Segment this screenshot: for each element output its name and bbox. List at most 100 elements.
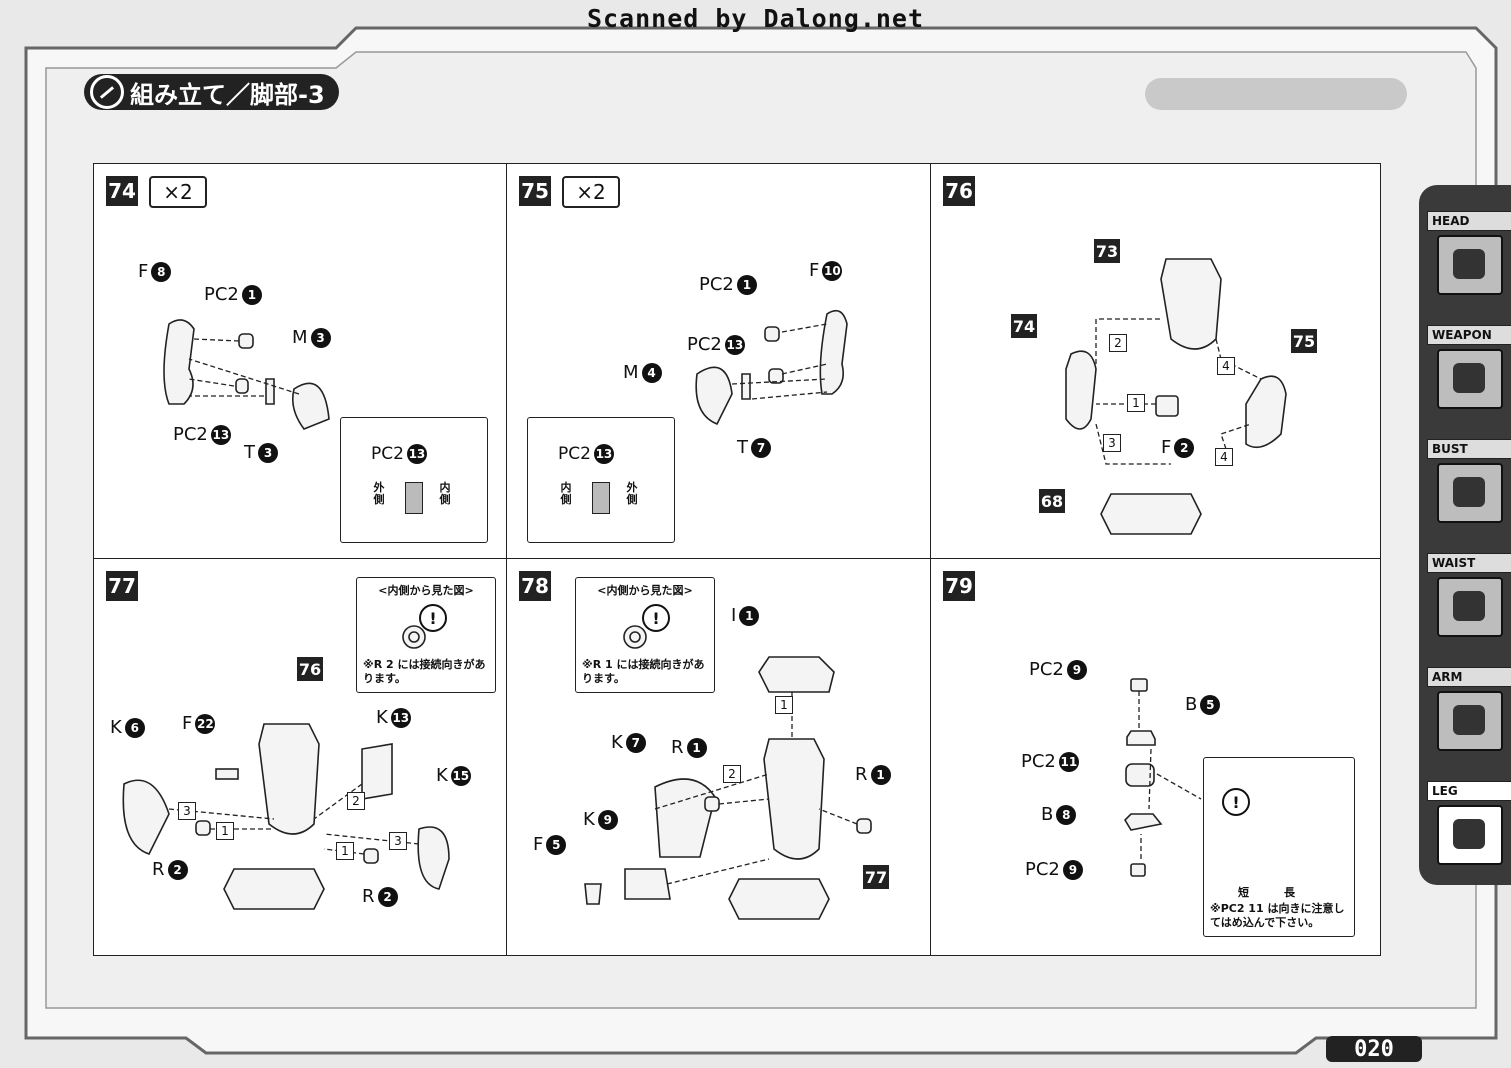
page-number: 020: [1326, 1036, 1422, 1062]
nav-item-weapon[interactable]: WEAPON: [1427, 325, 1511, 425]
quantity-badge: ×2: [149, 176, 207, 208]
step-number: 75: [519, 176, 551, 206]
order-marker: 2: [1109, 334, 1127, 352]
step-number: 76: [943, 176, 975, 206]
order-marker: 4: [1217, 357, 1235, 375]
nav-item-arm[interactable]: ARM: [1427, 667, 1511, 767]
order-marker: 3: [389, 832, 407, 850]
step-number: 74: [106, 176, 138, 206]
nav-item-bust[interactable]: BUST: [1427, 439, 1511, 539]
inset-title: <内側から見た図>: [378, 584, 474, 597]
step-77-diagram: [122, 723, 450, 910]
order-marker: 3: [1103, 434, 1121, 452]
inset-title: <内側から見た図>: [597, 584, 693, 597]
section-title-text: 組み立て／脚部-3: [130, 80, 325, 109]
inset-note: ※PC2 11 は向きに注意してはめ込んで下さい。: [1210, 902, 1345, 929]
order-marker: 1: [216, 822, 234, 840]
step-ref-68: 68: [1039, 489, 1065, 513]
order-marker: 1: [336, 842, 354, 860]
order-marker: 4: [1215, 448, 1233, 466]
scan-credit: Scanned by Dalong.net: [586, 4, 925, 33]
inset-note: ※R 1 には接続向きがあります。: [582, 658, 705, 685]
weapon-icon: [1437, 349, 1503, 409]
leg-icon: [1437, 805, 1503, 865]
step-78-panel: 78 <内側から見た図> ! ※R 1 には接続向きがあります。 77 1 2 …: [507, 559, 931, 955]
long-label: 長: [1284, 886, 1295, 899]
nav-item-waist[interactable]: WAIST: [1427, 553, 1511, 653]
order-marker: 2: [347, 792, 365, 810]
side-label-outer: 外側: [626, 481, 638, 506]
connector-ring: [623, 625, 647, 649]
caution-icon: !: [419, 604, 447, 632]
nav-item-head[interactable]: HEAD: [1427, 211, 1511, 311]
connector-ring: [402, 625, 426, 649]
step-number: 77: [106, 571, 138, 601]
waist-icon: [1437, 577, 1503, 637]
inner-view-inset: <内側から見た図> ! ※R 2 には接続向きがあります。: [356, 577, 496, 693]
nav-item-leg[interactable]: LEG: [1427, 781, 1511, 881]
head-icon: [1437, 235, 1503, 295]
caution-icon: !: [642, 604, 670, 632]
inset-note: ※R 2 には接続向きがあります。: [363, 658, 486, 685]
wrench-icon: [90, 75, 124, 109]
order-marker: 3: [178, 802, 196, 820]
arm-icon: [1437, 691, 1503, 751]
bust-icon: [1437, 463, 1503, 523]
slot-shape: [592, 482, 610, 514]
step-ref-77: 77: [863, 865, 889, 889]
step-number: 78: [519, 571, 551, 601]
order-marker: 1: [1127, 394, 1145, 412]
order-marker: 1: [775, 696, 793, 714]
order-marker: 2: [723, 765, 741, 783]
step-78-diagram: [584, 656, 872, 920]
step-number: 79: [943, 571, 975, 601]
inner-view-inset: <内側から見た図> ! ※R 1 には接続向きがあります。: [575, 577, 715, 693]
section-nav: HEAD WEAPON BUST WAIST ARM LEG: [1419, 185, 1511, 885]
quantity-badge: ×2: [562, 176, 620, 208]
step-74-diagram: [163, 319, 330, 430]
step-77-panel: 77 <内側から見た図> ! ※R 2 には接続向きがあります。 76 3 1 …: [94, 559, 507, 955]
step-76-diagram: [1065, 258, 1287, 535]
section-title: 組み立て／脚部-3: [84, 74, 339, 110]
step-ref-74: 74: [1011, 314, 1037, 338]
step-ref-73: 73: [1094, 239, 1120, 263]
slot-shape: [405, 482, 423, 514]
side-label-inner: 内側: [439, 481, 451, 506]
step-75-diagram: [695, 309, 848, 426]
step-ref-76: 76: [297, 657, 323, 681]
title-mirror-shadow: [1145, 78, 1407, 110]
step-ref-75: 75: [1291, 329, 1317, 353]
